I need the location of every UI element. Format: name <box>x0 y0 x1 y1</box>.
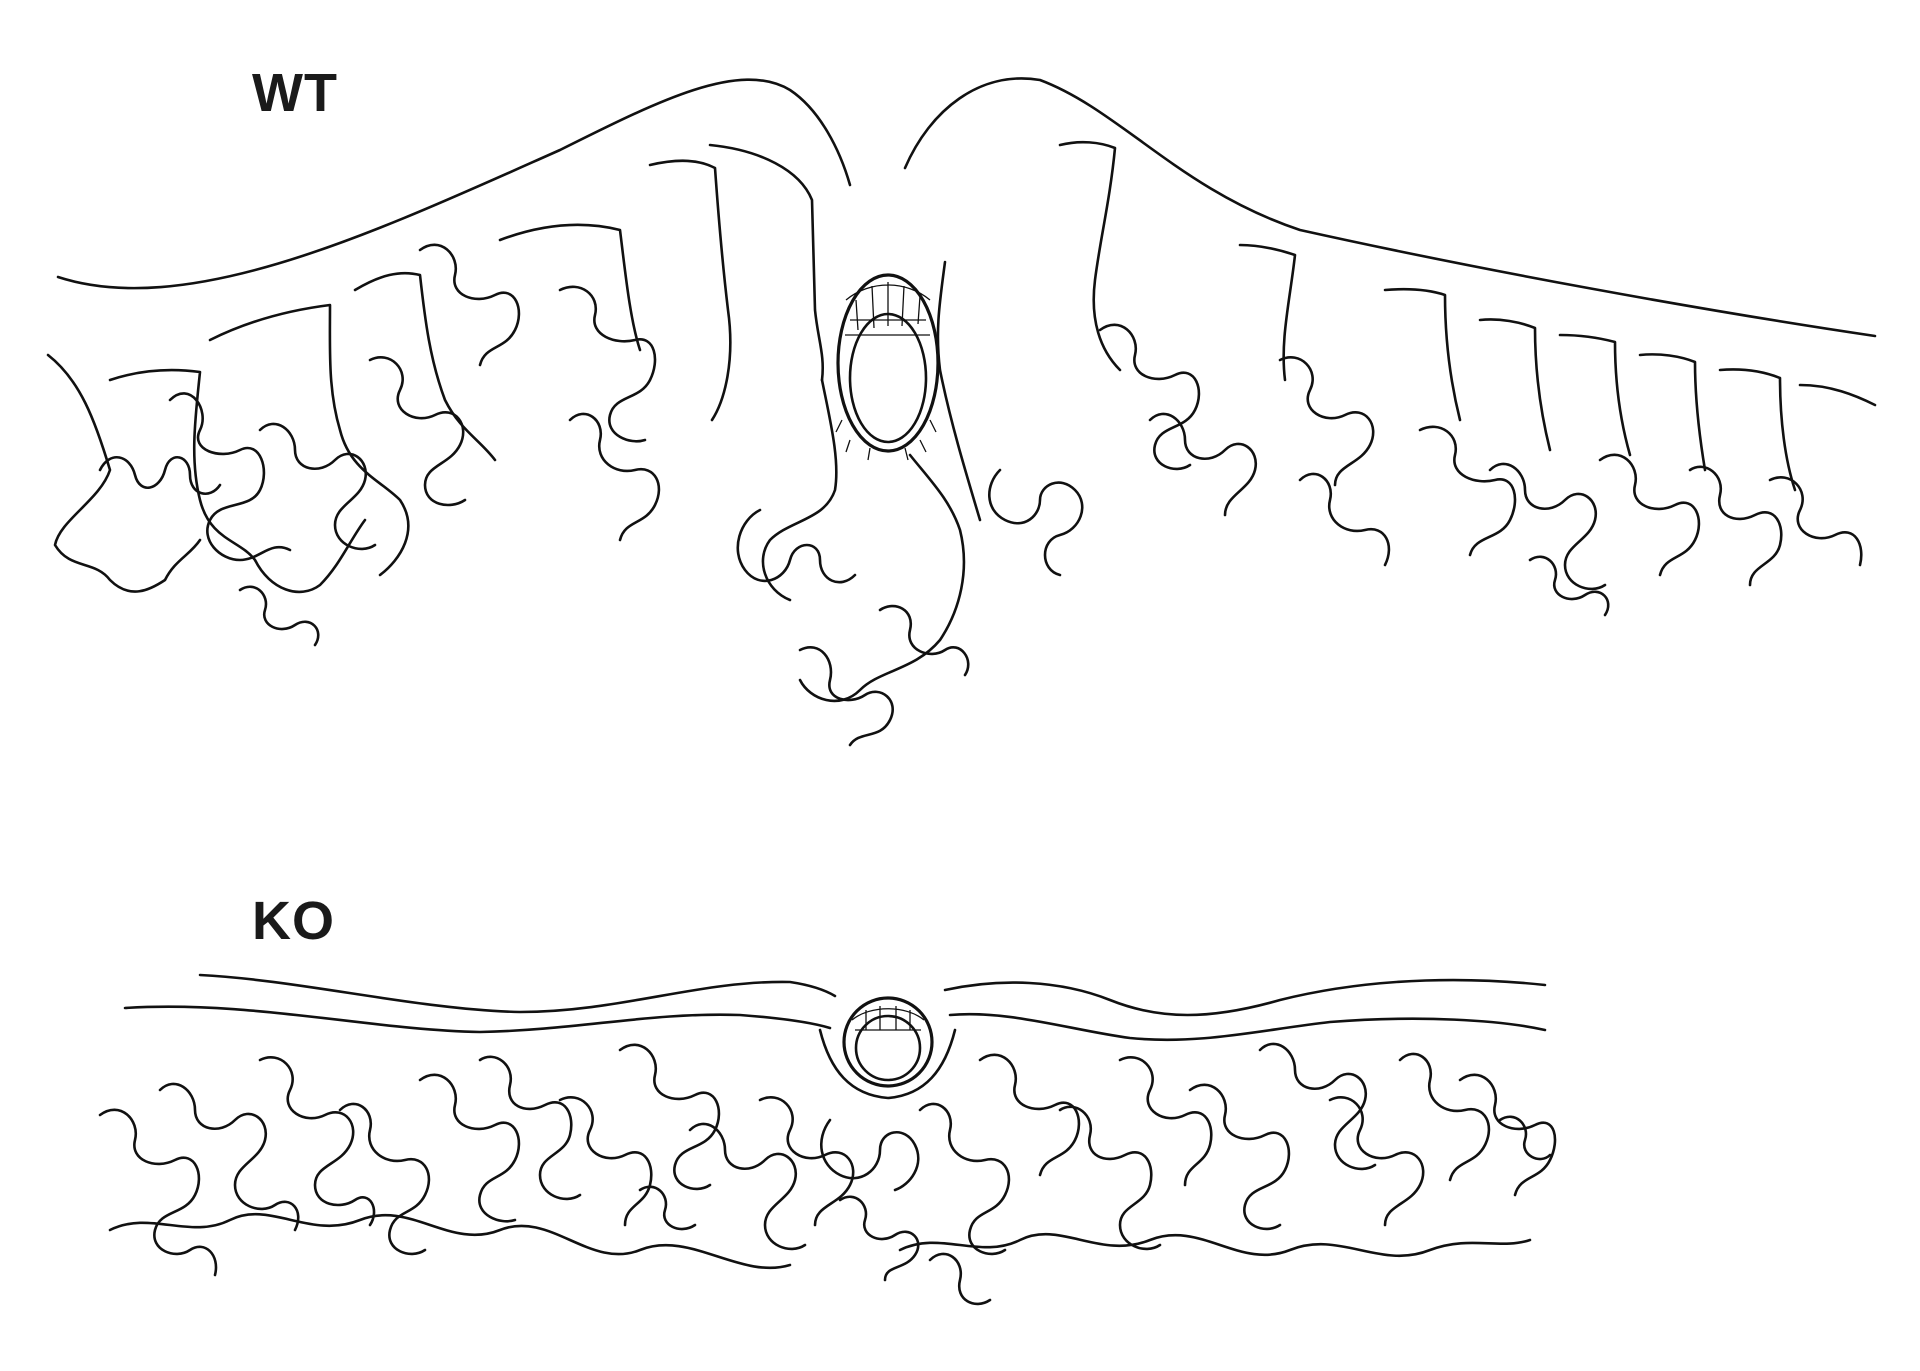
ko-surface-upper-right <box>943 978 1547 1017</box>
wt-inner-cell-mass <box>845 282 931 336</box>
wt-crypt-wall-right <box>936 260 982 522</box>
wt-trophectoderm-nuclei <box>835 419 937 461</box>
ko-surface-lower-right <box>948 1012 1547 1042</box>
wt-blastocoel <box>848 312 928 444</box>
ko-surface-upper-left <box>198 973 837 1014</box>
ko-surface-lower-left <box>123 1005 832 1034</box>
wt-panel <box>46 77 1877 747</box>
wt-surface-right <box>903 77 1877 338</box>
ko-blastocoel <box>854 1014 922 1082</box>
wt-glands-right <box>1058 140 1877 617</box>
panel-label-wt: WT <box>252 63 338 123</box>
ko-inner-cell-mass <box>851 1006 925 1031</box>
wt-embryo <box>835 273 940 461</box>
ko-embryo <box>842 996 934 1088</box>
wt-surface-left <box>56 78 852 290</box>
ko-embryo-notch <box>818 1028 957 1100</box>
ko-glands <box>98 1042 1557 1306</box>
wt-glands-centre <box>761 378 1084 747</box>
ko-panel <box>98 973 1557 1306</box>
panel-label-ko: KO <box>252 891 335 951</box>
wt-crypt-wall-left <box>708 143 824 382</box>
ko-embryo-outline <box>842 996 934 1088</box>
wt-embryo-outline <box>836 273 940 453</box>
wt-glands-left <box>46 159 857 647</box>
